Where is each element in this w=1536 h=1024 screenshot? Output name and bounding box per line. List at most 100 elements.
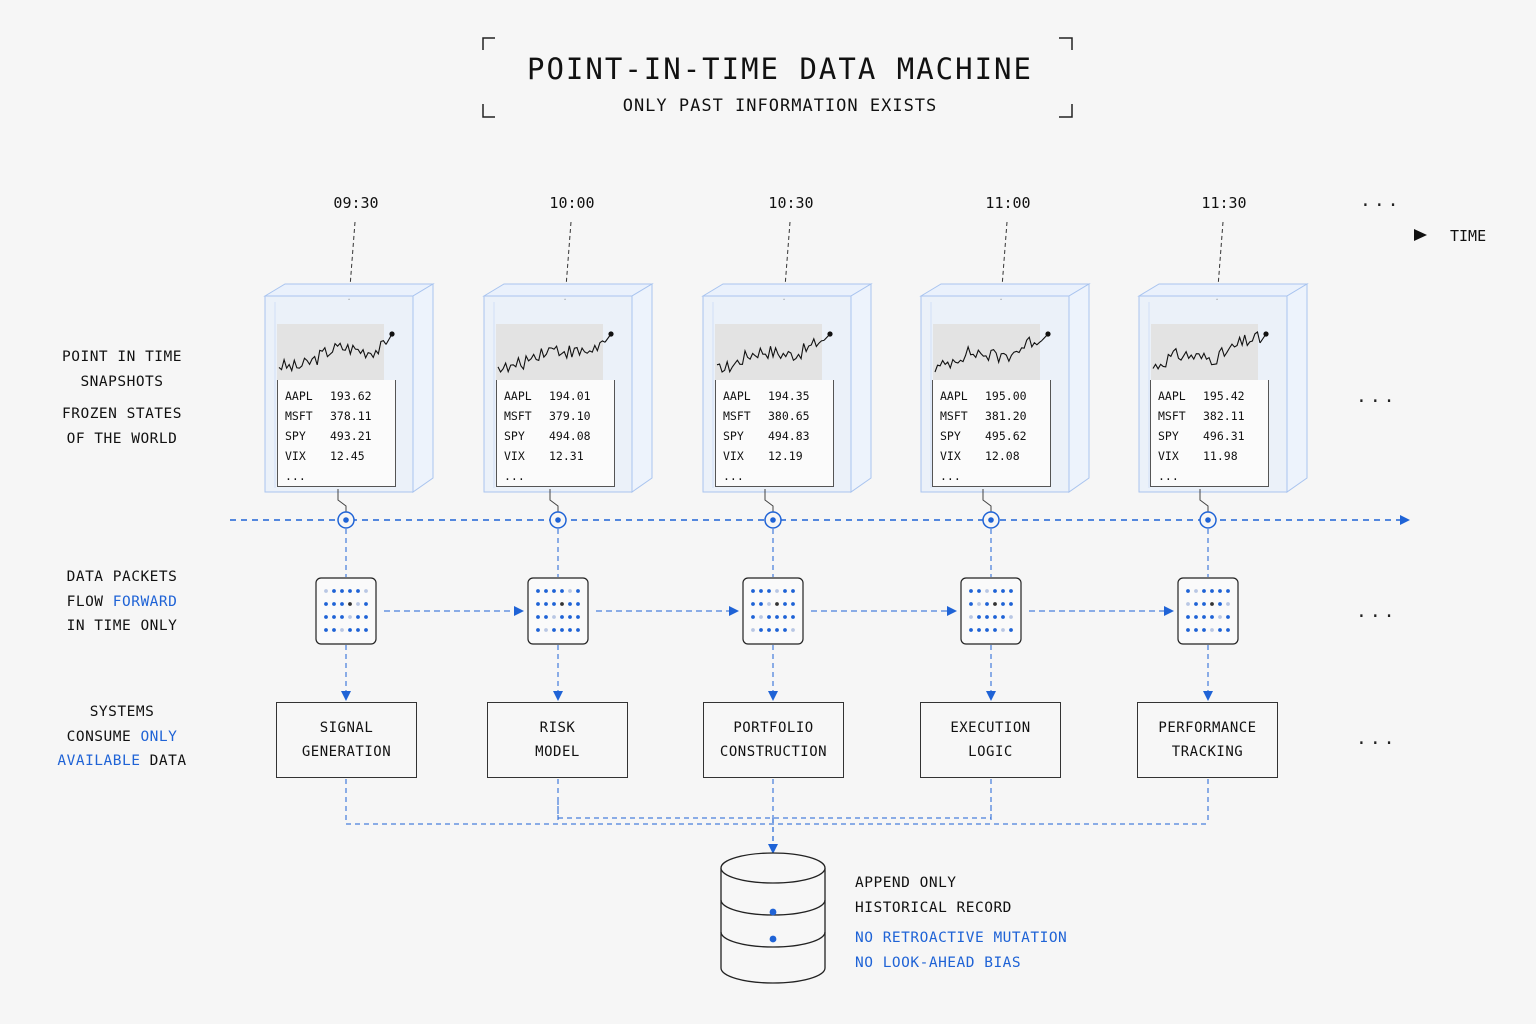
snapshot-chart-bg	[496, 324, 603, 380]
packet-bit	[759, 589, 763, 593]
packet-bit	[783, 589, 787, 593]
ticker: AAPL	[1158, 389, 1186, 403]
database-indicator	[769, 935, 777, 943]
packet-bit	[775, 628, 779, 632]
packet-bit	[977, 602, 981, 606]
label-line: FROZEN STATES	[62, 406, 182, 422]
database-top	[720, 852, 826, 884]
packet-bit	[985, 589, 989, 593]
price: 11.98	[1203, 449, 1238, 463]
price: 194.01	[549, 389, 591, 403]
packet-bit	[791, 628, 795, 632]
label-highlight: ONLY	[140, 728, 178, 745]
ticker: VIX	[940, 449, 961, 463]
db-line: NO LOOK-AHEAD BIAS	[855, 954, 1022, 971]
label-highlight: AVAILABLE	[57, 753, 141, 769]
packet-bit	[1186, 615, 1190, 619]
packet-bit	[969, 589, 973, 593]
data-packet	[315, 577, 377, 645]
packet-bit	[324, 602, 328, 606]
system-box-portfolio-construction: PORTFOLIO CONSTRUCTION	[703, 702, 844, 778]
label-line: SYSTEMS	[89, 704, 155, 720]
packet-bit	[1202, 602, 1206, 606]
database-body	[720, 868, 826, 984]
packet-bit	[985, 615, 989, 619]
packet-bit	[751, 615, 755, 619]
packet-bit	[536, 589, 540, 593]
system-label: MODEL	[535, 744, 580, 760]
ticker: VIX	[1158, 449, 1179, 463]
ticker: SPY	[940, 429, 961, 443]
packet-bit	[552, 628, 556, 632]
packet-bit	[783, 602, 787, 606]
packet-bit	[544, 615, 548, 619]
price: 496.31	[1203, 429, 1245, 443]
bracket-corner	[1059, 104, 1073, 118]
packet-bit	[977, 589, 981, 593]
packet-bit	[1194, 602, 1198, 606]
more-rows: ...	[723, 469, 744, 483]
packet-bit	[1001, 615, 1005, 619]
snapshot-price-line	[1152, 331, 1261, 370]
packet-bit	[560, 589, 564, 593]
ticker: SPY	[723, 429, 744, 443]
packet-bit	[552, 602, 556, 606]
packet-bit	[364, 589, 368, 593]
label-text: DATA	[140, 753, 187, 769]
snapshot-price-line	[716, 337, 825, 374]
packet-bit	[568, 615, 572, 619]
price: 195.42	[1203, 389, 1245, 403]
packet-bit	[791, 589, 795, 593]
ticker: VIX	[285, 449, 306, 463]
snapshot-price-line	[497, 340, 606, 374]
price: 381.20	[985, 409, 1027, 423]
packet-bit	[1218, 602, 1222, 606]
packet-bit	[985, 628, 989, 632]
collector-line	[557, 800, 992, 819]
more-rows: ...	[1158, 469, 1179, 483]
timeline-ellipsis: ...	[1360, 190, 1402, 211]
price: 493.21	[330, 429, 372, 443]
price: 382.11	[1203, 409, 1245, 423]
ticker: VIX	[504, 449, 525, 463]
label-line: DATA PACKETS	[66, 569, 178, 585]
db-line: NO RETROACTIVE MUTATION	[855, 930, 1068, 946]
database-guarantees: NO RETROACTIVE MUTATION NO LOOK-AHEAD BI…	[855, 926, 1067, 975]
bracket-corner	[482, 104, 495, 118]
timeline-node-dot	[555, 517, 561, 523]
database-ring	[720, 931, 826, 948]
label-text: FLOW	[66, 593, 113, 610]
packet-bit	[340, 615, 344, 619]
system-box-performance-tracking: PERFORMANCE TRACKING	[1137, 702, 1278, 778]
ticker-row: VIX 11.98	[1158, 446, 1268, 466]
time-axis-label: TIME	[1450, 227, 1487, 245]
price: 12.45	[330, 449, 365, 463]
snapshot-cube-top	[482, 283, 654, 297]
bracket-corner	[482, 37, 495, 50]
packet-bit	[1218, 589, 1222, 593]
packet-bit	[356, 589, 360, 593]
ticker-row: VIX 12.45	[285, 446, 395, 466]
data-packets-label: DATA PACKETS FLOW FORWARD IN TIME ONLY	[40, 565, 204, 639]
system-label: PORTFOLIO	[733, 720, 814, 736]
packet-bit	[332, 602, 336, 606]
snapshot-chart-bg	[277, 324, 384, 380]
packet-bit	[568, 602, 572, 606]
packet-bit	[1009, 615, 1013, 619]
packet-ellipsis: ...	[1356, 601, 1398, 622]
snapshot-node-connector	[764, 489, 774, 512]
frozen-states-label: FROZEN STATES OF THE WORLD	[40, 402, 204, 451]
packet-bit	[324, 615, 328, 619]
time-label: 09:30	[333, 194, 379, 212]
snapshot-node-connector	[982, 489, 992, 512]
packet-bit	[340, 589, 344, 593]
packet-bit	[759, 628, 763, 632]
db-line: HISTORICAL RECORD	[855, 899, 1012, 916]
price: 12.31	[549, 449, 584, 463]
packet-bit	[1001, 602, 1005, 606]
